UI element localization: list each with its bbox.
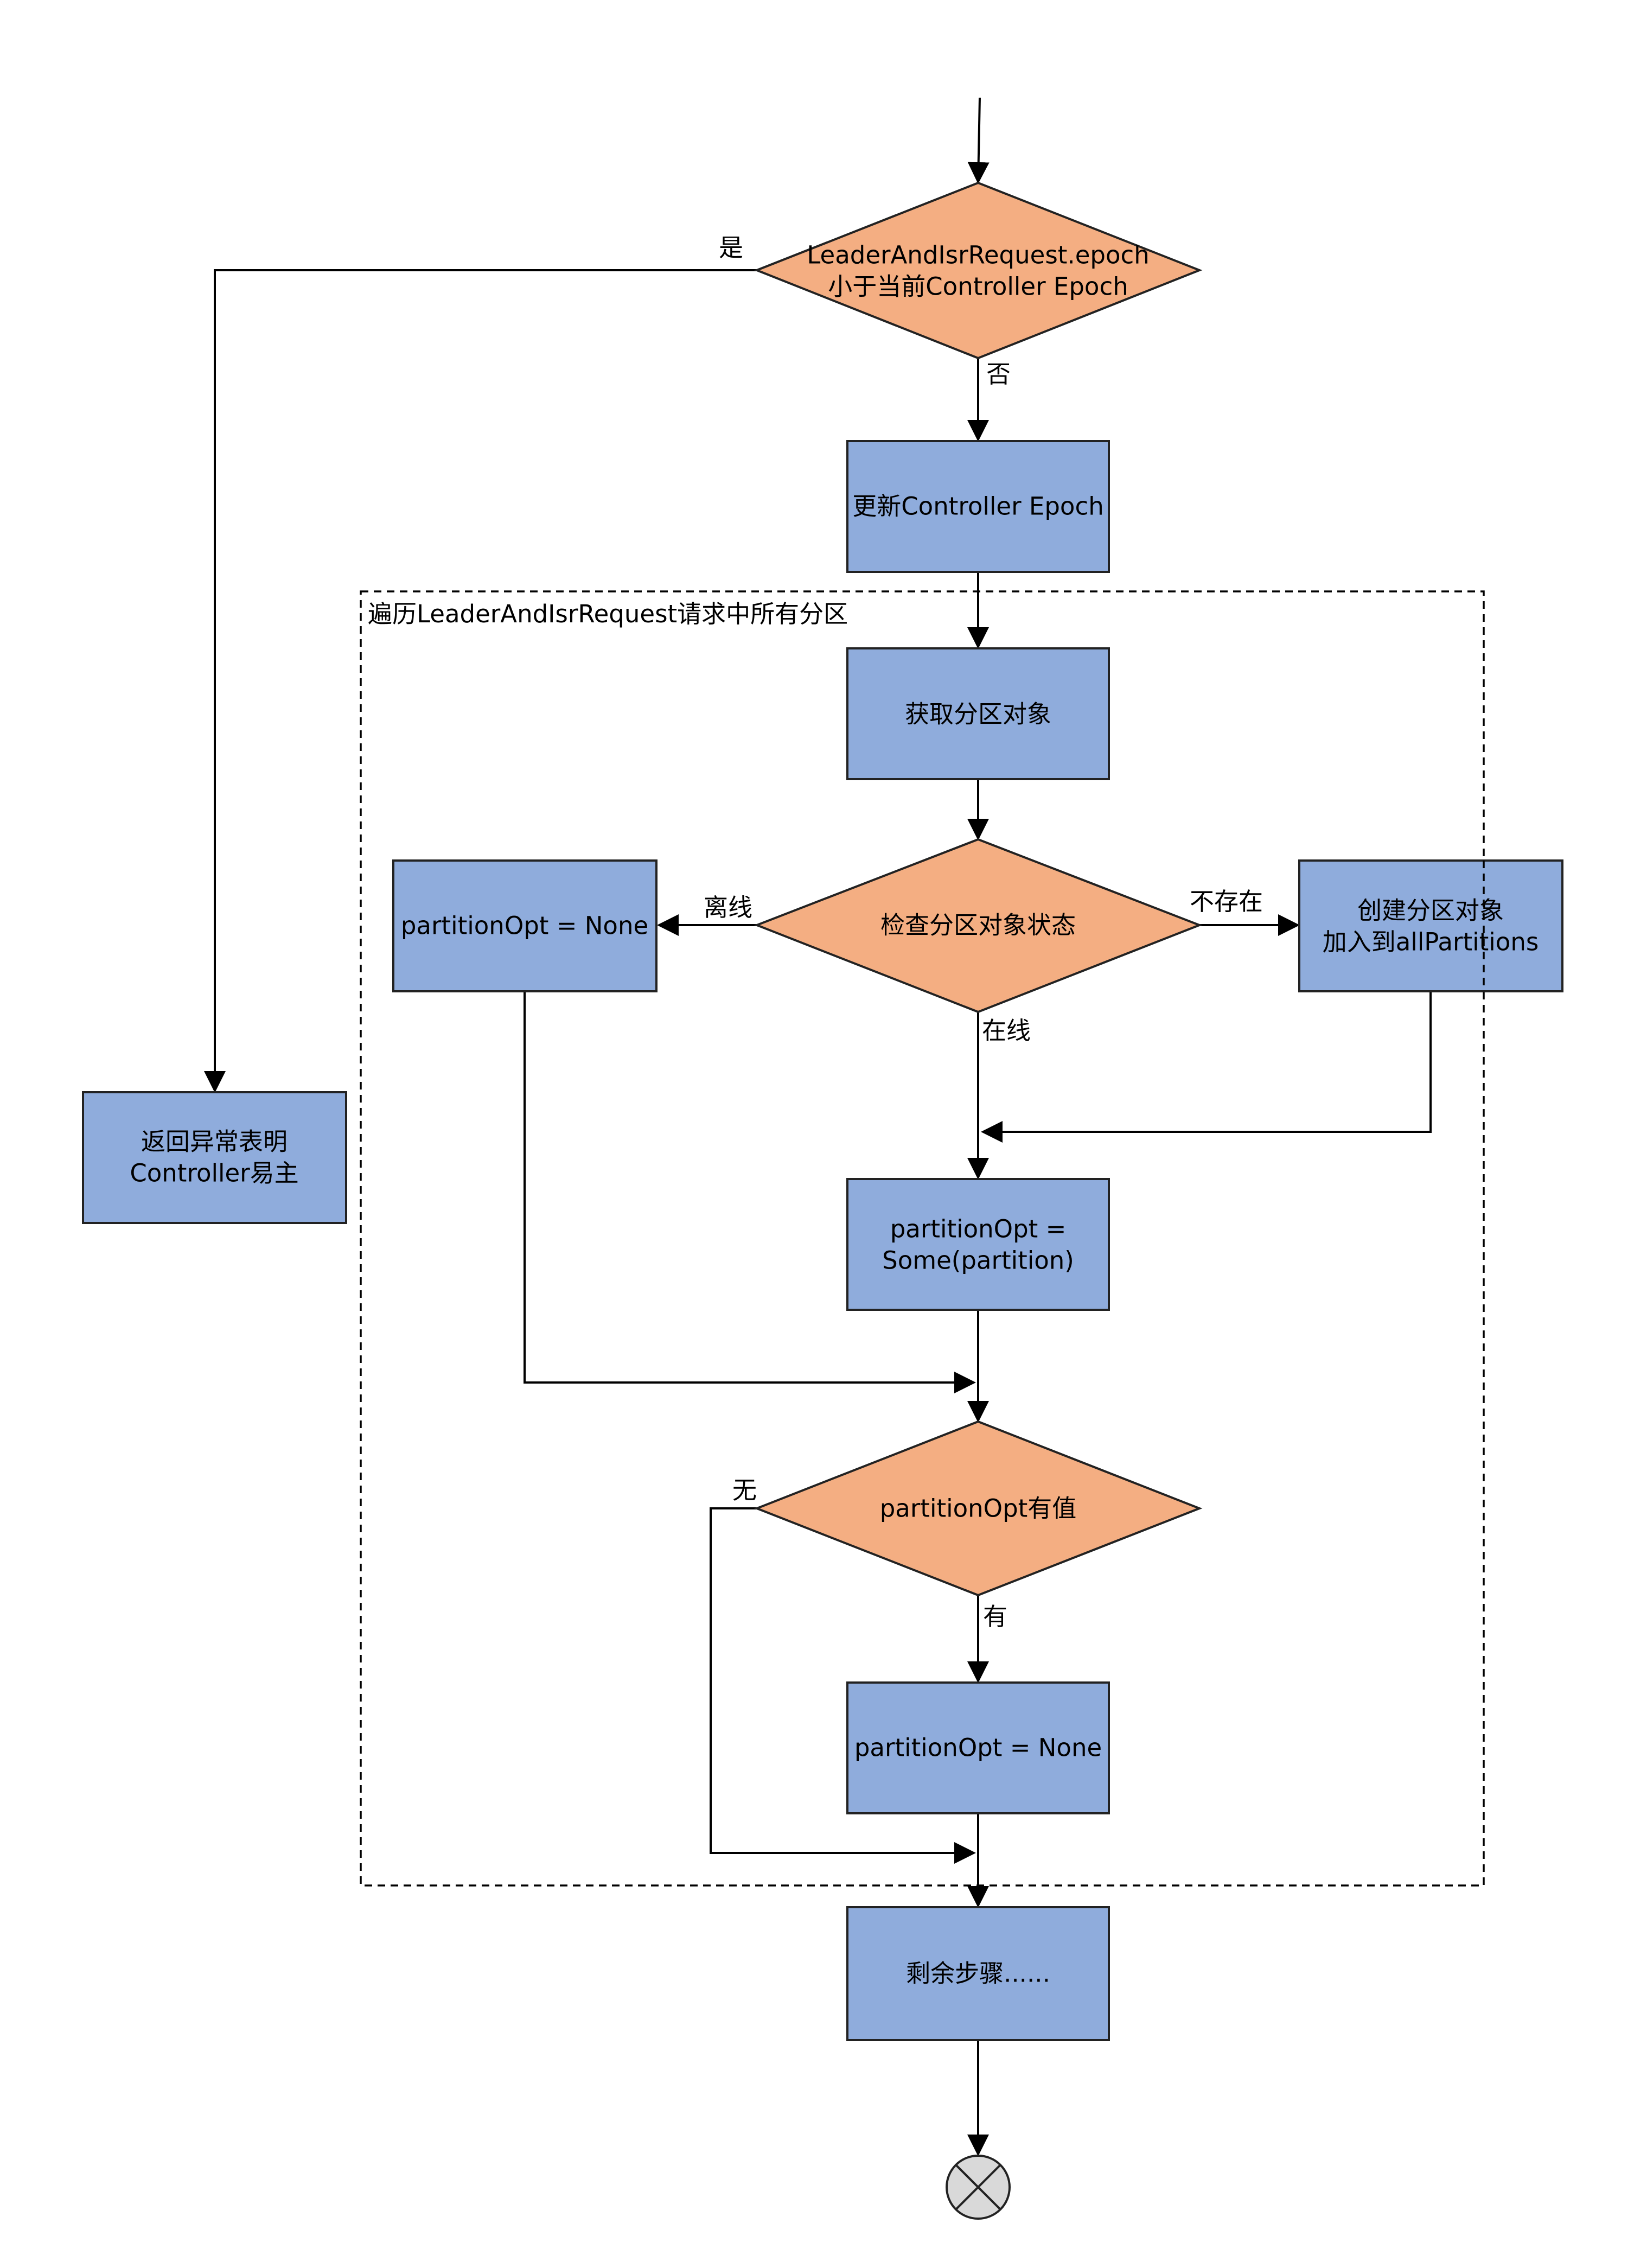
edge-label-has: 有 xyxy=(983,1602,1007,1631)
some-partition-line2: Some(partition) xyxy=(882,1246,1074,1275)
check-state-decision xyxy=(754,838,1203,1014)
edge-label-none: 无 xyxy=(732,1476,757,1505)
offline-none-label: partitionOpt = None xyxy=(401,912,648,940)
edge-offline-to-merge xyxy=(524,991,976,1393)
return-error-line1: 返回异常表明 xyxy=(141,1127,288,1156)
create-partition-line1: 创建分区对象 xyxy=(1357,896,1504,925)
get-partition-label: 获取分区对象 xyxy=(905,700,1051,729)
edge-label-online: 在线 xyxy=(982,1016,1031,1045)
epoch-check-decision xyxy=(754,181,1203,360)
loop-group-label: 遍历LeaderAndIsrRequest请求中所有分区 xyxy=(368,600,848,628)
return-error-line2: Controller易主 xyxy=(130,1159,298,1188)
remaining-steps-box xyxy=(846,1906,1110,2041)
create-partition-box xyxy=(1298,859,1563,992)
has-value-label: partitionOpt有值 xyxy=(880,1494,1077,1523)
epoch-check-line2: 小于当前Controller Epoch xyxy=(828,272,1128,301)
return-error-box xyxy=(82,1091,347,1224)
some-partition-box xyxy=(846,1178,1110,1311)
end-cross-circle-icon xyxy=(946,2155,1011,2220)
set-none-box xyxy=(846,1681,1110,1814)
edge-label-offline: 离线 xyxy=(704,893,752,922)
epoch-check-line1: LeaderAndIsrRequest.epoch xyxy=(807,241,1150,270)
update-epoch-label: 更新Controller Epoch xyxy=(852,492,1103,521)
loop-group-frame xyxy=(360,590,1485,1887)
some-partition-line1: partitionOpt = xyxy=(890,1215,1067,1244)
set-none-label: partitionOpt = None xyxy=(854,1734,1102,1762)
edge-label-not-exist: 不存在 xyxy=(1190,887,1263,916)
edge-epoch-check-yes xyxy=(204,269,757,1093)
has-value-decision xyxy=(754,1420,1203,1597)
edge-label-no: 否 xyxy=(986,360,1011,388)
create-partition-line2: 加入到allPartitions xyxy=(1323,928,1539,957)
update-epoch-box xyxy=(846,440,1110,573)
edge-label-yes: 是 xyxy=(719,233,743,262)
remaining-steps-label: 剩余步骤...... xyxy=(906,1959,1050,1988)
edge-create-to-merge xyxy=(981,991,1432,1143)
offline-none-box xyxy=(392,859,658,992)
check-state-label: 检查分区对象状态 xyxy=(880,911,1076,940)
edge-start-to-epoch-check xyxy=(967,97,990,184)
get-partition-box xyxy=(846,647,1110,780)
edge-hasvalue-none xyxy=(710,1507,976,1864)
